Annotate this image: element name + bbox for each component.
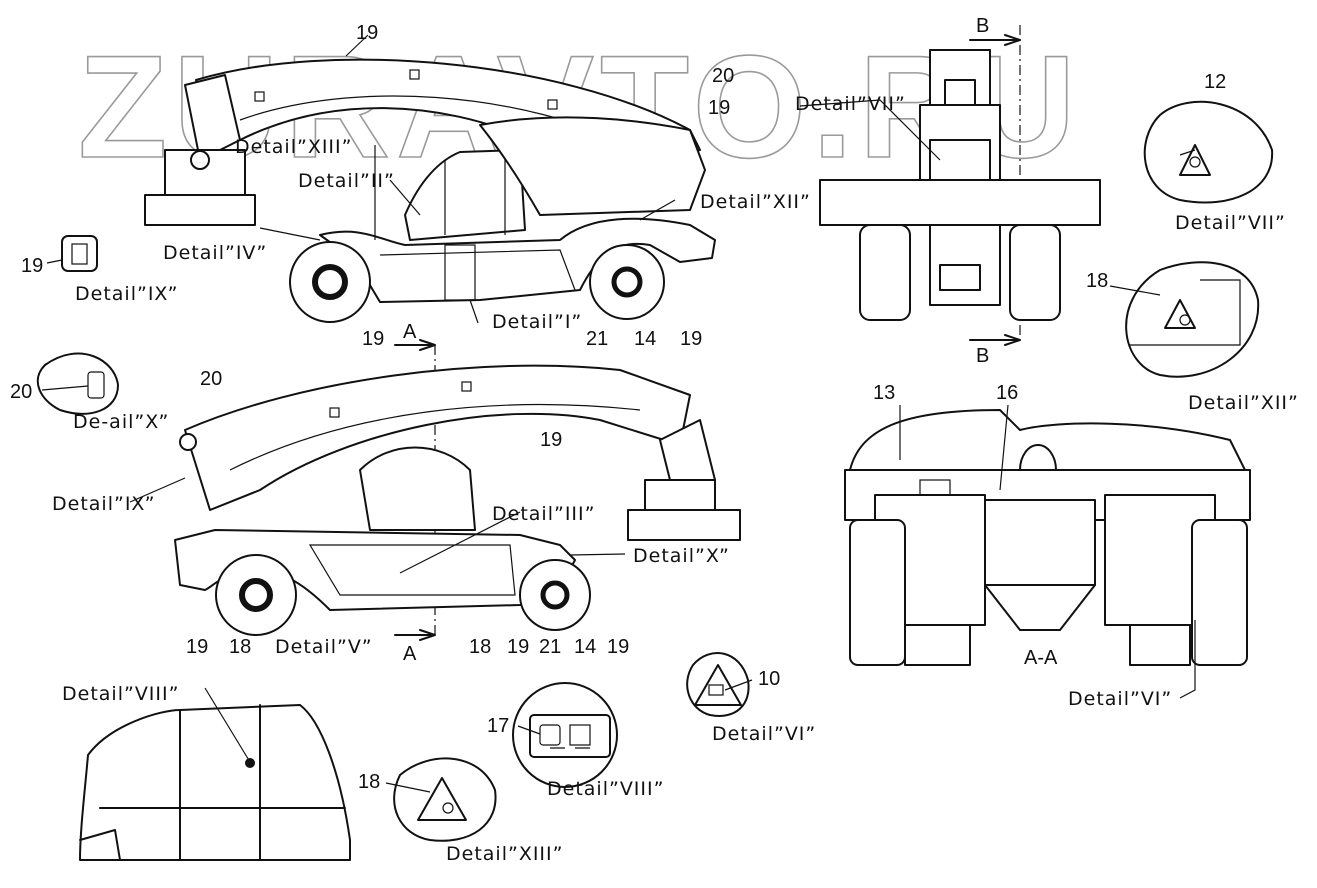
detail-vi-label: Detail”VI” <box>1068 688 1172 710</box>
callout-18: 18 <box>1086 270 1108 292</box>
detail-viii-circle <box>512 682 618 788</box>
callout-13: 13 <box>873 382 895 404</box>
callout-20: 20 <box>712 65 734 87</box>
detail-xii-circle <box>1125 261 1260 378</box>
detail-xii-label: Detail”XII” <box>700 191 811 213</box>
callout-21: 21 <box>539 636 561 658</box>
detail-viii-cab-door <box>79 704 351 861</box>
detail-x-circle <box>36 352 119 415</box>
section-a-top: A <box>403 321 417 343</box>
callout-19: 19 <box>21 255 43 277</box>
detail-xii-title: Detail”XII” <box>1188 392 1299 414</box>
callout-19: 19 <box>507 636 529 658</box>
detail-vii-title: Detail”VII” <box>1175 212 1286 234</box>
callout-20: 20 <box>10 381 32 403</box>
callout-19: 19 <box>356 22 378 44</box>
detail-viii-title: Detail”VIII” <box>547 778 664 800</box>
side-view-top <box>144 58 716 323</box>
detail-vi-title: Detail”VI” <box>712 723 816 745</box>
callout-17: 17 <box>487 715 509 737</box>
section-a-bottom: A <box>403 643 417 665</box>
callout-19: 19 <box>680 328 702 350</box>
callout-18: 18 <box>469 636 491 658</box>
callout-18: 18 <box>358 771 380 793</box>
detail-vii-label: Detail”VII” <box>795 93 906 115</box>
section-b-bottom: B <box>976 345 989 367</box>
leader-lines <box>41 34 1196 793</box>
detail-vii-circle <box>1143 100 1274 204</box>
detail-vi-circle <box>686 652 750 717</box>
detail-iv-label: Detail”IV” <box>163 242 267 264</box>
detail-ix-label: Detail”IX” <box>52 493 156 515</box>
callout-21: 21 <box>586 328 608 350</box>
callout-10: 10 <box>758 668 780 690</box>
detail-x-title: De-ail”X” <box>73 411 169 433</box>
detail-ix-label: Detail”IX” <box>75 283 179 305</box>
callout-19: 19 <box>607 636 629 658</box>
callout-18: 18 <box>229 636 251 658</box>
callout-19: 19 <box>540 429 562 451</box>
detail-i-label: Detail”I” <box>492 311 582 333</box>
detail-ix-small <box>61 235 98 272</box>
side-view-middle <box>174 339 741 641</box>
callout-19: 19 <box>186 636 208 658</box>
detail-ii-label: Detail”II” <box>298 170 395 192</box>
callout-14: 14 <box>634 328 656 350</box>
detail-x-label: Detail”X” <box>633 545 730 567</box>
callout-19: 19 <box>708 97 730 119</box>
callout-12: 12 <box>1204 71 1226 93</box>
detail-viii-label: Detail”VIII” <box>62 683 179 705</box>
detail-iii-label: Detail”III” <box>492 503 595 525</box>
detail-xiii-label: Detail”XIII” <box>235 136 352 158</box>
detail-xiii-circle <box>393 757 497 842</box>
callout-16: 16 <box>996 382 1018 404</box>
callout-14: 14 <box>574 636 596 658</box>
section-a-a-label: A-A <box>1024 647 1058 669</box>
callout-19: 19 <box>362 328 384 350</box>
callout-20: 20 <box>200 368 222 390</box>
section-a-a <box>844 409 1251 666</box>
detail-xiii-title: Detail”XIII” <box>446 843 563 865</box>
section-b-top: B <box>976 15 989 37</box>
detail-v-label: Detail”V” <box>275 636 373 658</box>
